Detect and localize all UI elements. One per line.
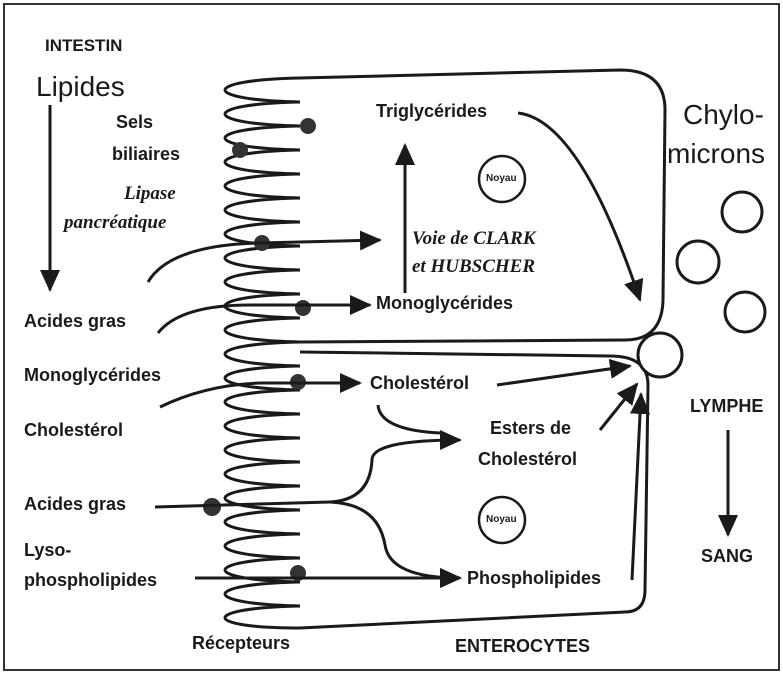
monoglycerides-left-label: Monoglycérides — [24, 365, 161, 386]
chylomicron-circles — [677, 192, 765, 332]
esters-label-2: Cholestérol — [478, 449, 577, 470]
enterocytes-caption: ENTEROCYTES — [455, 636, 590, 657]
bile-salts-label-2: biliaires — [112, 144, 180, 165]
pathway-label-1: Voie de CLARK — [412, 228, 536, 250]
chylomicrons-label-1: Chylo- — [683, 99, 764, 131]
intestine-header: INTESTIN — [45, 36, 122, 56]
lipase-label-2: pancréatique — [64, 212, 166, 234]
monoglycerides-inside-label: Monoglycérides — [376, 293, 513, 314]
lysophospholipids-label-2: phospholipides — [24, 570, 157, 591]
esters-label-1: Esters de — [490, 418, 571, 439]
microvilli-folds — [225, 78, 300, 628]
cholesterol-inside-label: Cholestérol — [370, 373, 469, 394]
cholesterol-left-label: Cholestérol — [24, 420, 123, 441]
triglycerides-label: Triglycérides — [376, 101, 487, 122]
phospholipids-label: Phospholipides — [467, 568, 601, 589]
bile-salts-label-1: Sels — [116, 112, 153, 133]
lipids-label: Lipides — [36, 71, 125, 103]
fatty-acids-bottom-label: Acides gras — [24, 494, 126, 515]
lysophospholipids-label-1: Lyso- — [24, 540, 71, 561]
receptors-label: Récepteurs — [192, 633, 290, 654]
chylomicrons-label-2: microns — [667, 138, 765, 170]
absorption-arrows — [148, 113, 641, 580]
blood-label: SANG — [701, 546, 753, 567]
pathway-label-2: et HUBSCHER — [412, 256, 535, 278]
nucleus-bottom-label: Noyau — [486, 514, 517, 525]
lymph-label: LYMPHE — [690, 396, 763, 417]
lipase-label-1: Lipase — [124, 183, 176, 205]
nucleus-top-label: Noyau — [486, 173, 517, 184]
fatty-acids-top-label: Acides gras — [24, 311, 126, 332]
exiting-chylomicron — [638, 333, 682, 377]
